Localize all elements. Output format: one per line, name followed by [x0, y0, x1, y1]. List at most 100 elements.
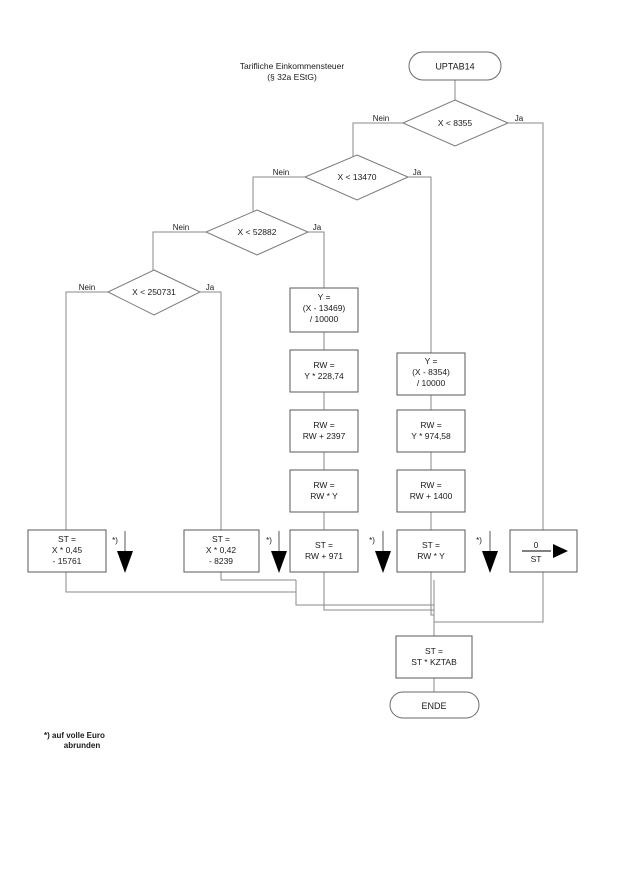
end-node-label: ENDE [421, 701, 446, 711]
round-marker-3-star: *) [369, 536, 375, 545]
merge-assign [434, 572, 544, 623]
process-st-rw-times-y[interactable]: ST = RW * Y [396, 529, 466, 573]
process-st-times-kztab-line2: ST * KZTAB [411, 657, 457, 667]
decision-x-lt-8355[interactable]: X < 8355 Nein Ja [373, 99, 524, 147]
process-y-calc-13469[interactable]: Y = (X - 13469) / 10000 [289, 287, 359, 333]
process-st-x-042-line1: ST = [212, 534, 230, 544]
start-node-shape [408, 51, 502, 81]
decision-x-lt-52882-shape [204, 209, 310, 256]
process-rw-y-974-58-line1: RW = [420, 420, 441, 430]
round-marker-3-arrow-icon [375, 551, 391, 573]
start-node[interactable]: UPTAB14 [408, 51, 502, 81]
round-marker-2-arrow-icon [271, 551, 287, 573]
decision-x-lt-250731-no-label: Nein [79, 283, 95, 292]
decision-x-lt-13470-shape [303, 154, 410, 201]
process-rw-plus-1400-shape [396, 469, 466, 513]
process-rw-plus-2397-line1: RW = [313, 420, 334, 430]
process-rw-y-974-58-shape [396, 409, 466, 453]
process-st-rw-times-y-line1: ST = [422, 540, 440, 550]
process-rw-times-y[interactable]: RW = RW * Y [289, 469, 359, 513]
decision-x-lt-52882-label: X < 52882 [238, 227, 277, 237]
round-marker-1: *) [112, 531, 133, 573]
connector-layer [65, 80, 544, 692]
merge-branch-a [295, 580, 434, 606]
process-rw-y-974-58[interactable]: RW = Y * 974,58 [396, 409, 466, 453]
process-st-x-042-line3: - 8239 [209, 556, 233, 566]
process-rw-plus-2397-shape [289, 409, 359, 453]
connector-d2-ja-to-right-col [408, 176, 432, 353]
process-st-rw-plus-971[interactable]: ST = RW + 971 [289, 529, 359, 573]
process-rw-plus-1400-line1: RW = [420, 480, 441, 490]
decision-x-lt-13470-label: X < 13470 [338, 172, 377, 182]
process-st-rw-plus-971-line2: RW + 971 [305, 551, 343, 561]
process-st-x-045-line2: X * 0,45 [52, 545, 83, 555]
process-y-calc-8354-line3: / 10000 [417, 378, 446, 388]
process-y-calc-8354-line1: Y = [425, 356, 438, 366]
connector-d4-ja-to-st-mid [200, 291, 222, 530]
footnote-line-1: *) auf volle Euro [44, 731, 105, 740]
round-marker-4-star: *) [476, 536, 482, 545]
process-rw-times-y-shape [289, 469, 359, 513]
decision-x-lt-52882-yes-label: Ja [313, 223, 322, 232]
decision-x-lt-8355-no-label: Nein [373, 114, 389, 123]
assign-denominator: ST [531, 554, 542, 564]
decision-x-lt-8355-label: X < 8355 [438, 118, 473, 128]
decision-x-lt-8355-shape [401, 99, 510, 147]
process-st-x-045-line1: ST = [58, 534, 76, 544]
title-line-1: Tarifliche Einkommensteuer [240, 61, 345, 71]
process-st-x-045[interactable]: ST = X * 0,45 - 15761 [27, 529, 107, 573]
process-rw-y-228-74-shape [289, 349, 359, 393]
decision-x-lt-13470[interactable]: X < 13470 Nein Ja [273, 154, 422, 201]
process-st-x-045-shape [27, 529, 107, 573]
process-st-rw-times-y-line2: RW * Y [417, 551, 445, 561]
decision-x-lt-13470-no-label: Nein [273, 168, 289, 177]
process-st-rw-plus-971-shape [289, 529, 359, 573]
decision-x-lt-52882[interactable]: X < 52882 Nein Ja [173, 209, 322, 256]
start-node-label: UPTAB14 [435, 62, 474, 72]
round-marker-3: *) [369, 531, 391, 573]
merge-left1 [65, 572, 296, 593]
decision-x-lt-250731-label: X < 250731 [132, 287, 176, 297]
merge-right [430, 572, 434, 616]
process-rw-plus-1400-line2: RW + 1400 [410, 491, 453, 501]
process-rw-plus-2397-line2: RW + 2397 [303, 431, 346, 441]
diagram-title: Tarifliche Einkommensteuer (§ 32a EStG) [240, 61, 345, 82]
process-st-x-042[interactable]: ST = X * 0,42 - 8239 [183, 529, 260, 573]
assign-numerator: 0 [534, 540, 539, 550]
end-node-shape [389, 691, 480, 719]
process-rw-y-228-74[interactable]: RW = Y * 228,74 [289, 349, 359, 393]
process-st-rw-times-y-shape [396, 529, 466, 573]
decision-x-lt-250731-shape [106, 269, 202, 316]
footnote: *) auf volle Euro abrunden [44, 731, 105, 750]
process-st-x-042-line2: X * 0,42 [206, 545, 237, 555]
decision-x-lt-250731-yes-label: Ja [206, 283, 215, 292]
process-y-calc-8354-line2: (X - 8354) [412, 367, 450, 377]
title-line-2: (§ 32a EStG) [267, 72, 317, 82]
process-y-calc-8354[interactable]: Y = (X - 8354) / 10000 [396, 352, 466, 396]
connector-d3-ja-to-mid-col [308, 231, 325, 288]
end-node[interactable]: ENDE [389, 691, 480, 719]
process-st-times-kztab-line1: ST = [425, 646, 443, 656]
process-assign-zero-to-st[interactable]: 0 ST [509, 529, 578, 573]
process-st-x-042-shape [183, 529, 260, 573]
process-rw-y-228-74-line1: RW = [313, 360, 334, 370]
decision-x-lt-250731[interactable]: X < 250731 Nein Ja [79, 269, 215, 316]
process-st-rw-plus-971-line1: ST = [315, 540, 333, 550]
process-rw-times-y-line2: RW * Y [310, 491, 338, 501]
footnote-line-2: abrunden [64, 741, 101, 750]
process-st-times-kztab[interactable]: ST = ST * KZTAB [395, 635, 473, 679]
merge-mid [323, 572, 434, 611]
connector-d4-nein-to-st-left [65, 291, 108, 530]
process-rw-plus-2397[interactable]: RW = RW + 2397 [289, 409, 359, 453]
round-marker-2-star: *) [266, 536, 272, 545]
process-y-calc-13469-line2: (X - 13469) [303, 303, 346, 313]
process-y-calc-13469-line1: Y = [318, 292, 331, 302]
process-rw-plus-1400[interactable]: RW = RW + 1400 [396, 469, 466, 513]
merge-left2 [220, 572, 296, 581]
process-st-times-kztab-shape [395, 635, 473, 679]
process-y-calc-13469-shape [289, 287, 359, 333]
process-st-x-045-line3: - 15761 [53, 556, 82, 566]
round-marker-4-arrow-icon [482, 551, 498, 573]
process-y-calc-13469-line3: / 10000 [310, 314, 339, 324]
